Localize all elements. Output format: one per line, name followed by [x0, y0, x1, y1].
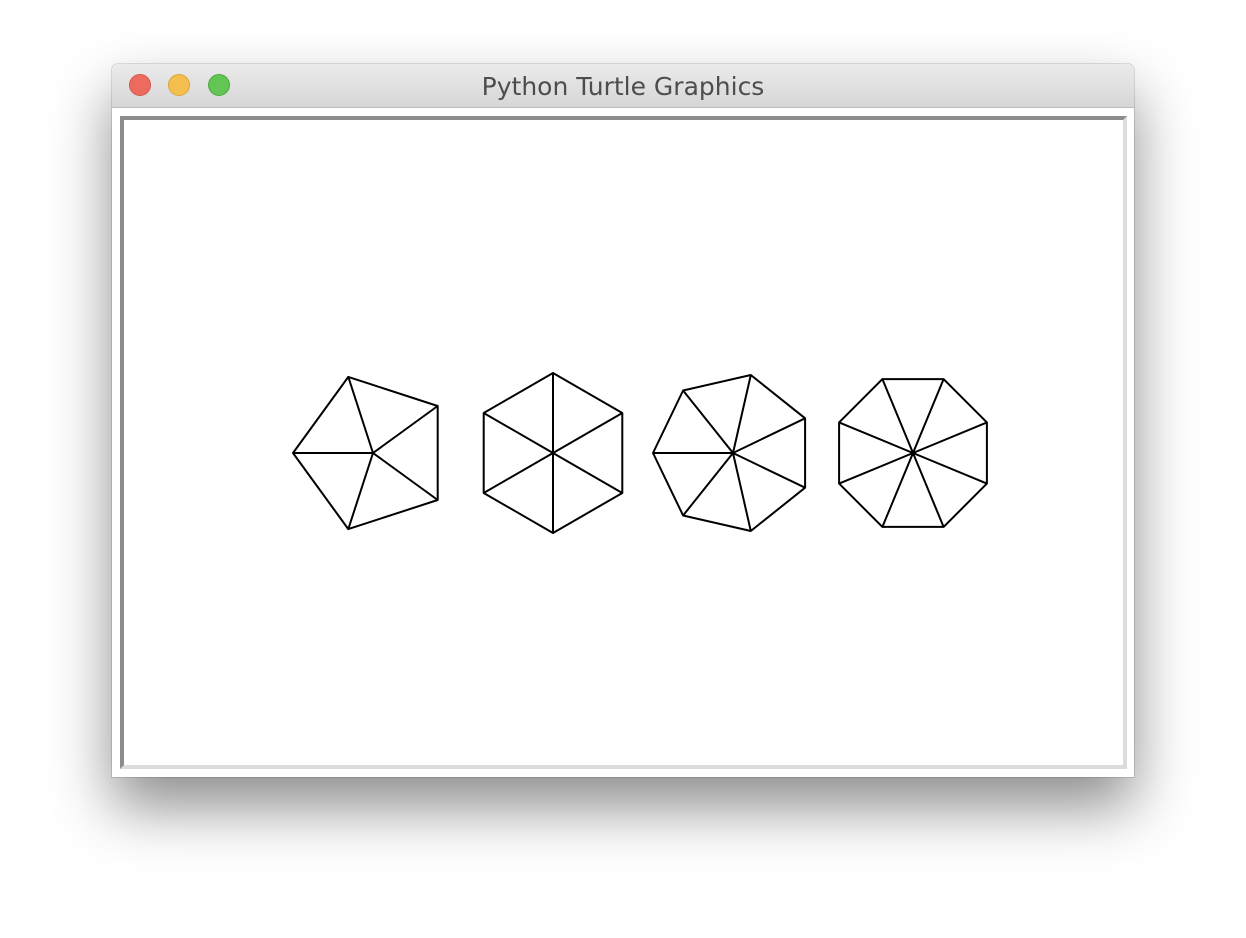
pentagon-outline	[292, 375, 439, 531]
heptagon-spoke	[732, 452, 806, 489]
polygon-group	[292, 372, 988, 534]
turtle-canvas[interactable]	[120, 116, 1127, 769]
heptagon-outline	[652, 374, 807, 532]
heptagon-spoke	[732, 452, 752, 532]
close-icon[interactable]	[129, 74, 151, 96]
hexagon-shape	[482, 372, 624, 534]
pentagon-shape	[292, 375, 439, 531]
pentagon-spoke	[347, 452, 374, 530]
window-content	[112, 108, 1134, 777]
heptagon-spoke	[682, 452, 734, 517]
heptagon-spoke	[682, 389, 734, 454]
octagon-spoke	[912, 421, 988, 454]
window-title: Python Turtle Graphics	[481, 72, 765, 101]
pentagon-spoke	[372, 405, 439, 454]
hexagon-spoke	[483, 452, 554, 494]
octagon-spoke	[881, 452, 914, 528]
octagon-spoke	[881, 378, 914, 454]
hexagon-spoke	[483, 412, 554, 454]
turtle-window: Python Turtle Graphics	[112, 64, 1134, 777]
octagon-spoke	[912, 378, 945, 454]
octagon-shape	[838, 378, 988, 528]
pentagon-spoke	[372, 452, 439, 501]
pentagon-spoke	[347, 376, 374, 454]
heptagon-spoke	[732, 417, 806, 454]
hexagon-spoke	[552, 452, 623, 494]
octagon-spoke	[912, 452, 945, 528]
octagon-spoke	[838, 452, 914, 485]
minimize-icon[interactable]	[168, 74, 190, 96]
heptagon-shape	[652, 374, 807, 532]
octagon-spoke	[838, 421, 914, 454]
maximize-icon[interactable]	[208, 74, 230, 96]
hexagon-spoke	[552, 412, 623, 454]
octagon-spoke	[912, 452, 988, 485]
title-bar[interactable]: Python Turtle Graphics	[112, 64, 1134, 108]
heptagon-spoke	[732, 374, 752, 454]
